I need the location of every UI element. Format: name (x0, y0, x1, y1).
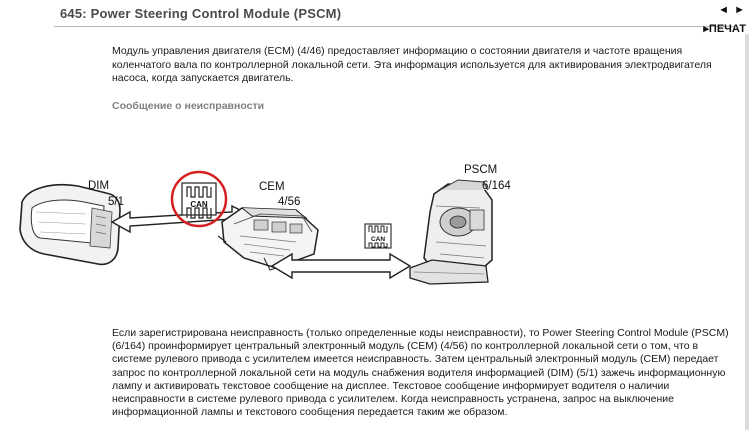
pscm-code: 6/164 (482, 180, 511, 192)
pscm-label: PSCM (464, 164, 497, 176)
print-label: ПЕЧАТ (708, 23, 746, 35)
next-page-icon[interactable]: ► (734, 4, 746, 16)
print-link[interactable]: ▸ПЕЧАТ (703, 22, 746, 35)
print-icon: ▸ (703, 23, 709, 35)
intro-paragraph: Модуль управления двигателя (ECM) (4/46)… (112, 45, 712, 84)
can-icon-secondary: CAN (364, 223, 392, 249)
can-icon-label: CAN (190, 200, 208, 209)
nav-controls: ◄ ► ▸ПЕЧАТ (703, 4, 746, 35)
page-title: 645: Power Steering Control Module (PSCM… (60, 6, 342, 21)
cem-pscm-arrow (270, 252, 412, 280)
scrollbar-thumb[interactable] (745, 34, 749, 430)
dim-label: DIM (88, 180, 109, 192)
cem-label: CEM (259, 181, 285, 193)
prev-page-icon[interactable]: ◄ (718, 4, 731, 16)
vertical-scrollbar[interactable] (744, 30, 750, 430)
section-heading: Сообщение о неисправности (112, 100, 265, 112)
can-network-diagram: DIM 5/1 CAN CEM 4/56 CAN (19, 164, 511, 285)
dim-cluster-image (19, 183, 121, 266)
can-icon-secondary-label: CAN (371, 236, 385, 243)
dim-code: 5/1 (108, 196, 124, 208)
body-paragraph: Если зарегистрирована неисправность (тол… (112, 327, 729, 419)
can-highlight-circle (170, 170, 228, 228)
can-icon: CAN (181, 182, 217, 219)
cem-code: 4/56 (278, 196, 300, 208)
title-divider (54, 26, 734, 27)
cem-module-image (217, 207, 319, 271)
pscm-pump-image (409, 179, 493, 285)
